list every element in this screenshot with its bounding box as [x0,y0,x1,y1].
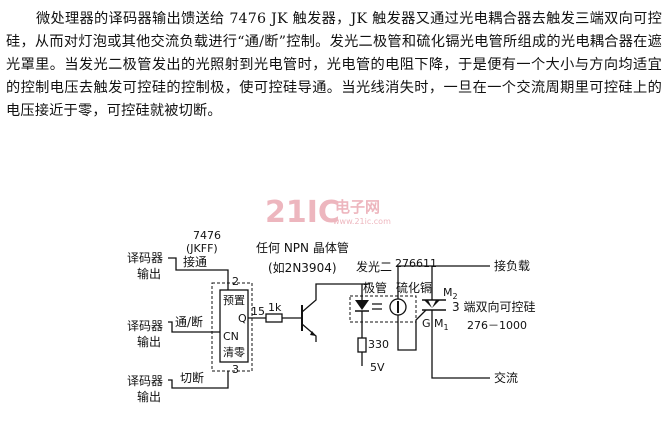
triac-gm: G M1 [422,317,449,332]
box-q: Q [238,312,247,325]
input-2-label: 译码器 [127,319,163,333]
resistor-330-label: 330 [368,338,389,351]
box-clear: 清零 [223,346,245,359]
pin-clear: 3 [232,363,239,376]
input-3-label: 译码器 [127,374,163,388]
watermark-url: www.21ic.com [333,217,391,226]
input-1-label: 译码器 [127,251,163,265]
coupler-part: 276611 [395,257,437,270]
npn-transistor-symbol [301,283,370,342]
led-symbol [355,284,382,338]
watermark-main: 21IC [265,195,340,230]
photocell-label: 硫化镉 [396,280,432,295]
led-label-2: 极管 [363,280,387,295]
coupler-enclosure [349,295,417,323]
input-3-label-2: 输出 [137,389,161,404]
triac-symbol [415,265,490,379]
triac-m2: M2 [443,286,458,301]
resistor-1k-label: 1k [268,301,282,314]
wire-input-1 [168,257,229,290]
resistor-330 [357,337,367,353]
ac-label: 交流 [494,370,518,385]
wire-input-3 [168,371,229,389]
pin-preset: 2 [232,275,239,288]
triac-label: 3 端双向可控硅 [452,299,535,314]
flipflop-part-label: 7476 [193,229,221,242]
watermark-logo: 21IC 电子网 www.21ic.com [265,195,391,230]
supply-label: 5V [370,361,385,374]
photocell-symbol [389,265,432,351]
flipflop-box [219,289,249,363]
description-text: 微处理器的译码器输出馈送给 7476 JK 触发器，JK 触发器又通过光电耦合器… [6,11,662,119]
wire-input-2 [168,321,220,333]
input-2-action: 通/断 [175,314,203,329]
transistor-example: (如2N3904) [268,260,337,275]
resistor-1k [265,313,283,323]
box-preset: 预置 [223,294,245,307]
watermark-cn: 电子网 [335,198,380,216]
description-paragraph: 微处理器的译码器输出馈送给 7476 JK 触发器，JK 触发器又通过光电耦合器… [6,8,662,123]
box-cn: CN [223,330,239,343]
flipflop-type-label: (JKFF) [186,242,218,255]
input-1-label-2: 输出 [137,266,161,281]
transistor-label: 任何 NPN 晶体管 [256,240,349,255]
pin-out: 15 [251,305,265,318]
led-label: 发光二 [356,259,392,274]
triac-part: 276－1000 [467,319,527,332]
input-3-action: 切断 [180,370,204,385]
input-1-action: 接通 [183,254,207,269]
input-2-label-2: 输出 [137,334,161,349]
load-label: 接负载 [494,258,530,273]
flipflop-outline [211,282,253,372]
